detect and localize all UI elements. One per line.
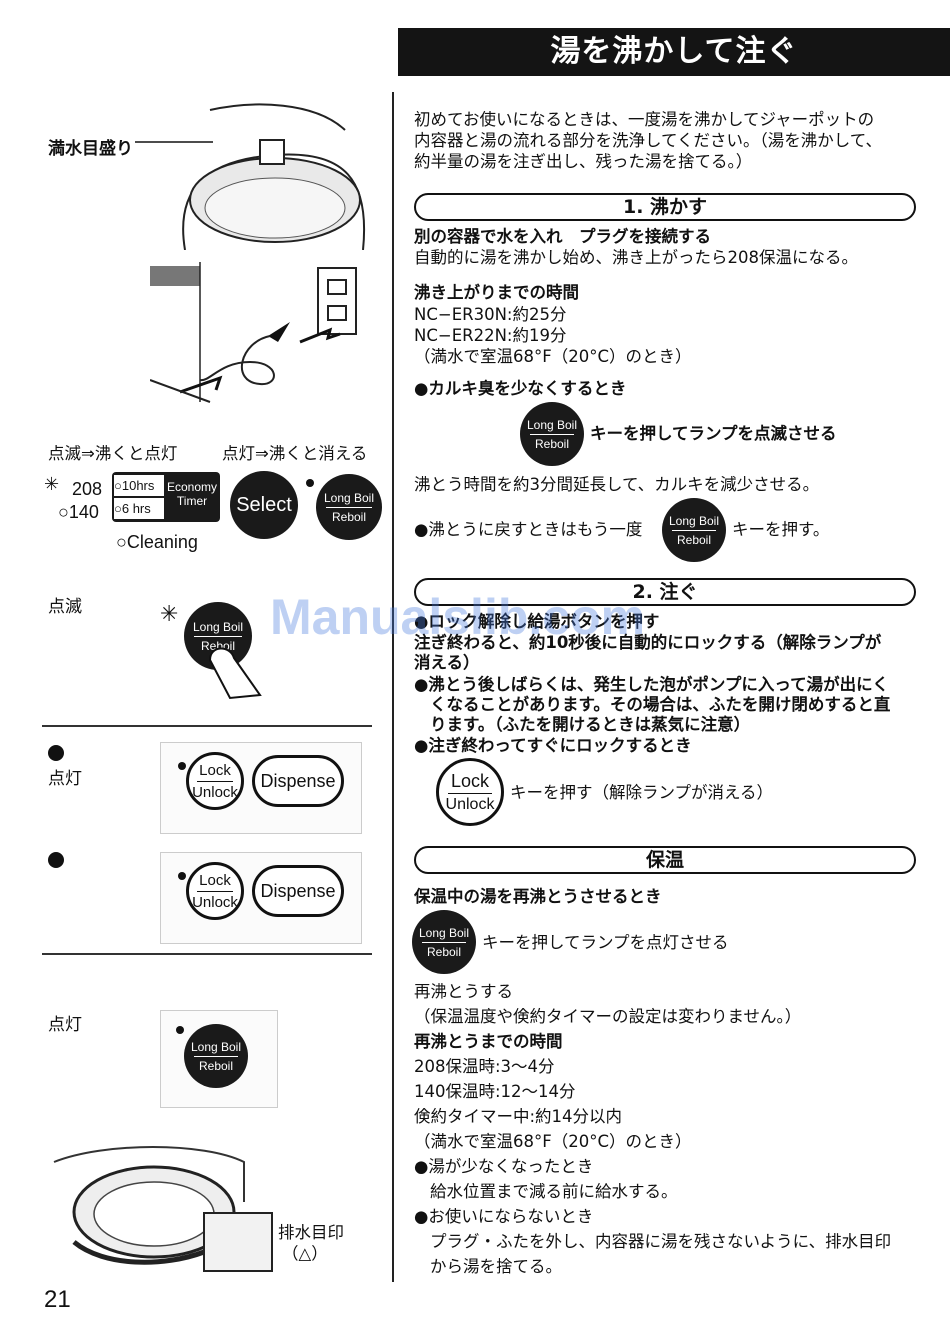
on-then-off-label: 点灯⇒沸くと消える <box>222 444 368 463</box>
reboil-note: （保温温度や倹約タイマーの設定は変わりません。） <box>414 1007 802 1026</box>
unused-heading: ●お使いにならないとき <box>414 1207 594 1226</box>
chlorine-heading: ●カルキ臭を少なくするとき <box>414 379 627 398</box>
step-2-marker-icon <box>48 852 64 868</box>
intro-line-3: 約半量の湯を注ぎ出し、残った湯を捨てる。） <box>414 152 753 171</box>
reboil-time-condition: （満水で室温68°F（20°C）のとき） <box>414 1132 692 1151</box>
lock-note-1: 注ぎ終わると、約10秒後に自動的にロックする（解除ランプが <box>414 633 882 652</box>
revert-text-before: ●沸とうに戻すときはもう一度 <box>414 520 643 539</box>
column-divider <box>392 92 394 1282</box>
intro-line-2: 内容器と湯の流れる部分を洗浄してください。（湯を沸かして、 <box>414 131 882 150</box>
chlorine-note: 沸とう時間を約3分間延長して、カルキを減少させる。 <box>414 475 820 494</box>
reboil-key-text: キーを押してランプを点灯させる <box>482 933 729 952</box>
divider <box>42 725 372 727</box>
dispense-button[interactable]: Dispense <box>252 755 344 807</box>
page-number: 21 <box>44 1286 71 1313</box>
foam-note-2: くなることがあります。その場合は、ふたを開け閉めすると直 <box>430 695 891 714</box>
page-title: 湯を沸かして注ぐ <box>398 28 950 76</box>
watermark: Manualslib.com <box>270 589 646 645</box>
select-button[interactable]: Select <box>230 471 298 539</box>
lock-heading: ●注ぎ終わってすぐにロックするとき <box>414 736 692 755</box>
foam-note-1: ●沸とう後しばらくは、発生した泡がポンプに入って湯が出にく <box>414 675 889 694</box>
step-1-on-label: 点灯 <box>48 769 82 789</box>
section-boil-title: 1. 沸かす <box>414 193 916 221</box>
lamp-indicator-icon <box>306 479 314 487</box>
temp-208-label: 208 <box>72 479 103 499</box>
cleaning-label: ○Cleaning <box>116 532 198 552</box>
boil-time-heading: 沸き上がりまでの時間 <box>414 283 579 302</box>
unused-text-2: から湯を捨てる。 <box>430 1257 562 1276</box>
low-water-text: 給水位置まで減る前に給水する。 <box>430 1182 678 1201</box>
drain-mark-label: 排水目印 <box>278 1223 344 1242</box>
drain-mark-inset <box>203 1212 273 1272</box>
boil-step-heading: 別の容器で水を入れ プラグを接続する <box>414 227 711 246</box>
step-1-marker-icon <box>48 745 64 761</box>
lock-key-text: キーを押す（解除ランプが消える） <box>510 783 774 802</box>
low-water-heading: ●湯が少なくなったとき <box>414 1157 594 1176</box>
blink-then-on-label: 点滅⇒沸くと点灯 <box>48 444 178 463</box>
section-keep-warm-title: 保温 <box>414 846 916 874</box>
lock-note-2: 消える） <box>414 653 480 672</box>
dispense-button[interactable]: Dispense <box>252 865 344 917</box>
divider <box>42 953 372 955</box>
unlock-lamp-icon <box>178 872 186 880</box>
reboil-time-208: 208保温時:3〜4分 <box>414 1057 555 1076</box>
boil-time-condition: （満水で室温68°F（20°C）のとき） <box>414 347 692 366</box>
light-on-label: 点灯 <box>48 1015 82 1035</box>
unlock-lamp-icon <box>178 762 186 770</box>
chlorine-key-text: キーを押してランプを点滅させる <box>590 424 837 443</box>
temp-140-label: ○140 <box>58 502 99 522</box>
boil-step-text: 自動的に湯を沸かし始め、沸き上がったら208保温になる。 <box>414 248 858 267</box>
full-water-mark-label: 満水目盛り <box>48 139 133 159</box>
reboil-time-heading: 再沸とうまでの時間 <box>414 1032 563 1051</box>
blinking-star-icon: ✳ <box>44 474 60 495</box>
intro-line-1: 初めてお使いになるときは、一度湯を沸かしてジャーポットの <box>414 110 875 129</box>
unused-text-1: プラグ・ふたを外し、内容器に湯を残さないように、排水目印 <box>430 1232 892 1251</box>
plug-outlet-illustration <box>150 262 357 403</box>
reboil-heading: 保温中の湯を再沸とうさせるとき <box>414 887 662 906</box>
blinking-star-icon: ✳ <box>160 602 179 627</box>
drain-pour-illustration <box>53 1146 245 1265</box>
reboil-time-economy: 倹約タイマー中:約14分以内 <box>414 1107 623 1126</box>
section-pour-title: 2. 注ぐ <box>414 578 916 606</box>
foam-note-3: ります。（ふたを開けるときは蒸気に注意） <box>430 715 751 734</box>
boil-time-30n: NC−ER30N:約25分 <box>414 305 567 324</box>
blink-label: 点滅 <box>48 597 82 617</box>
revert-text-after: キーを押す。 <box>732 520 830 539</box>
drain-mark-symbol: （△） <box>282 1244 328 1263</box>
pot-interior-illustration <box>135 103 366 250</box>
hrs-6-option: ○6 hrs <box>114 498 164 519</box>
hrs-10-option: ○10hrs <box>114 475 164 496</box>
pour-step-heading: ●ロック解除し給湯ボタンを押す <box>414 612 660 631</box>
reboil-do: 再沸とうする <box>414 982 513 1001</box>
finger-icon <box>208 647 262 700</box>
reboil-time-140: 140保温時:12〜14分 <box>414 1082 576 1101</box>
boil-time-22n: NC−ER22N:約19分 <box>414 326 567 345</box>
lamp-indicator-icon <box>176 1026 184 1034</box>
